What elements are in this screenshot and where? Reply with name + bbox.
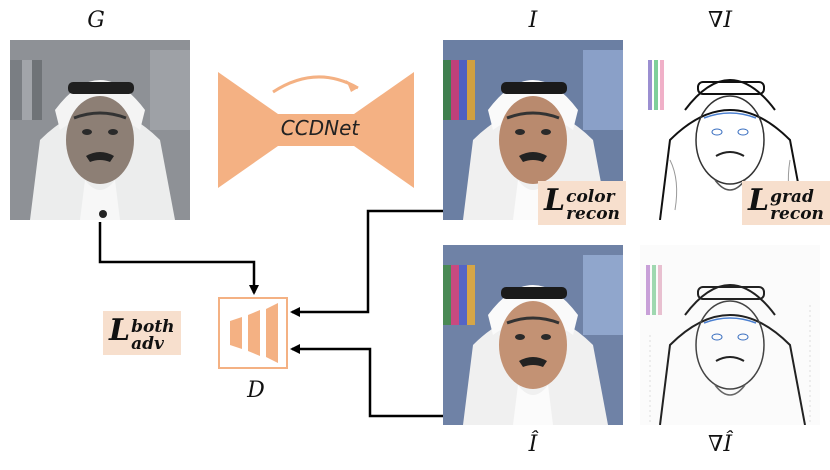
loss-grad-base: L <box>748 183 770 218</box>
loss-adv-base: L <box>109 313 131 348</box>
label-grad-i-hat: ∇Î <box>707 432 733 457</box>
arrow-g-to-d <box>98 222 259 295</box>
loss-grad-sup: grad <box>770 186 814 207</box>
ccdnet-block <box>218 68 414 192</box>
label-i: I <box>528 8 538 33</box>
color-face-photo <box>443 40 623 220</box>
loss-adv-sub: adv <box>131 333 164 354</box>
ccdnet-label: CCDNet <box>280 116 360 140</box>
label-i-hat: Î <box>528 432 538 457</box>
arrow-ihat-to-d <box>290 344 443 418</box>
loss-color-sub: recon <box>566 203 620 224</box>
gray-face-photo <box>10 40 190 220</box>
discriminator-icon <box>218 297 288 369</box>
arrow-i-to-d <box>290 209 443 317</box>
generated-gradient-map <box>640 245 820 425</box>
loss-grad-sub: recon <box>770 203 824 224</box>
loss-adv-sup: both <box>131 316 175 337</box>
loss-color-sup: color <box>566 186 615 207</box>
label-d: D <box>247 378 265 403</box>
loss-color-base: L <box>544 183 566 218</box>
label-g: G <box>87 8 105 33</box>
label-grad-i: ∇I <box>707 8 733 33</box>
generated-face-photo <box>443 245 623 425</box>
